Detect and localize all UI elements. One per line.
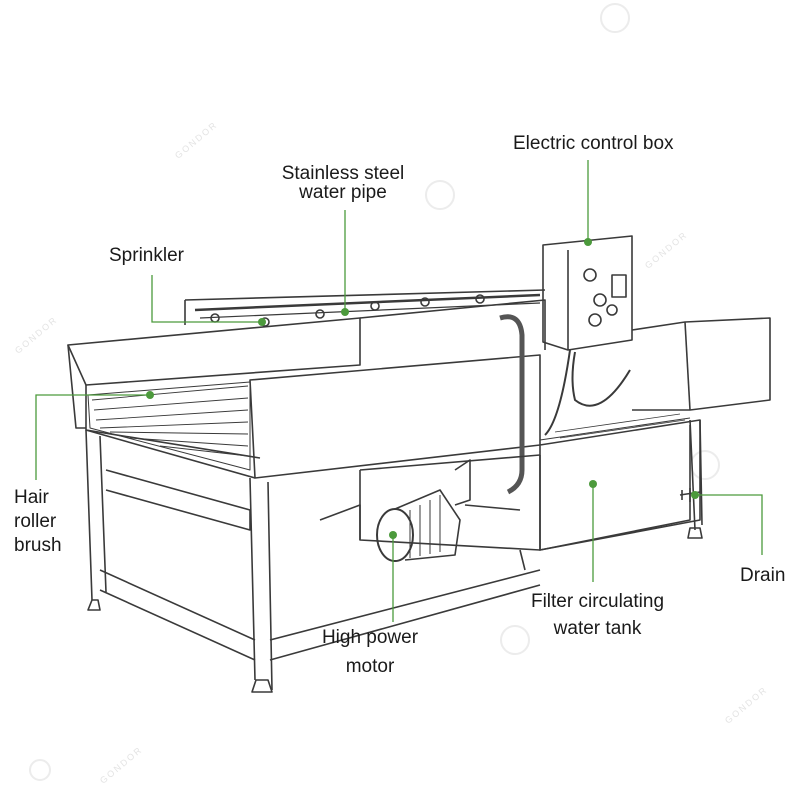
- label-filter-circulating-water-tank: Filter circulating water tank: [515, 588, 680, 642]
- label-line: water tank: [553, 618, 642, 639]
- label-drain: Drain: [740, 565, 786, 586]
- label-electric-control-box: Electric control box: [513, 133, 674, 154]
- watermark-logos: [29, 3, 720, 781]
- leader-lines: [35, 160, 763, 622]
- leader-dots: [146, 238, 699, 539]
- label-line: High power: [321, 627, 419, 648]
- label-line: Hair: [14, 487, 49, 508]
- label-line: water pipe: [299, 182, 387, 203]
- machine-sketch: [67, 235, 771, 693]
- label-line: Filter circulating: [530, 591, 665, 612]
- label-line: Stainless steel: [281, 163, 405, 184]
- label-hair-roller-brush: Hair roller brush: [14, 486, 62, 558]
- label-line: roller: [14, 511, 57, 532]
- label-stainless-steel-water-pipe: Stainless steel water pipe: [248, 162, 438, 205]
- label-line: motor: [345, 656, 395, 677]
- label-high-power-motor: High power motor: [305, 623, 435, 681]
- label-line: brush: [14, 535, 62, 556]
- label-sprinkler: Sprinkler: [109, 245, 184, 266]
